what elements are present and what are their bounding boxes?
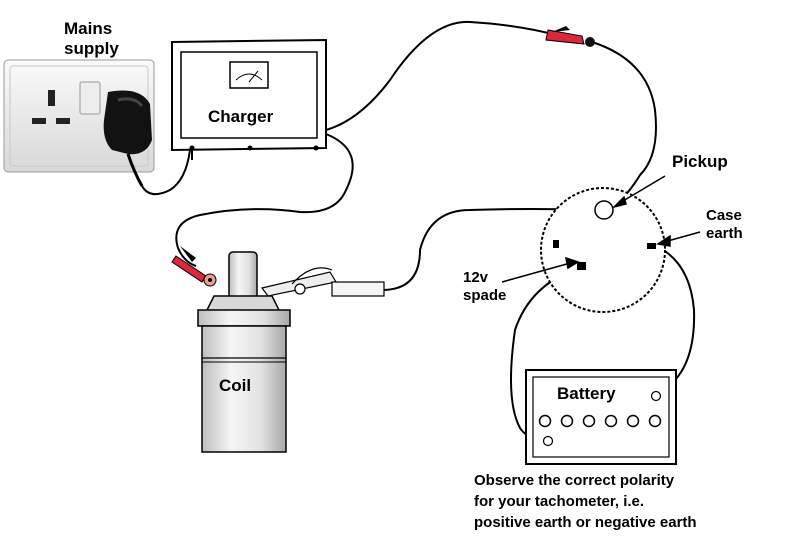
polarity-note-line3: positive earth or negative earth [474,514,697,531]
spade-label-line2: spade [463,287,507,304]
polarity-note: Observe the correct polarity for your ta… [474,470,697,533]
pickup-label: Pickup [672,152,728,171]
ignition-coil [197,251,291,453]
mains-supply-label: Mains supply [64,19,119,59]
charger-box [171,38,327,152]
red-clip-pickup-lead [545,26,595,47]
mains-plug [103,90,152,187]
label-pointers [501,175,701,283]
case-earth-label-line2: earth [706,225,743,242]
grey-clip-coil-terminal [260,267,385,297]
mains-supply-label-line1: Mains [64,19,113,38]
polarity-note-line1: Observe the correct polarity [474,472,675,489]
case-earth-label: Case earth [706,207,743,243]
spade-label: 12v spade [463,269,506,305]
spade-label-line1: 12v [463,269,489,286]
charger-positive-to-pickup-wire [591,41,657,209]
battery-label: Battery [557,384,616,403]
mains-supply-label-line2: supply [64,39,119,58]
case-earth-label-line1: Case [706,207,742,224]
tachometer-back [540,187,666,313]
charger-label: Charger [208,107,274,126]
pickup-terminal [594,200,614,220]
charger-positive-lead-wire [325,20,561,131]
case-earth-to-battery-wire [655,245,696,393]
coil-label: Coil [219,376,252,395]
polarity-note-line2: for your tachometer, i.e. [474,493,645,510]
coil-to-pickup-wire [381,208,597,291]
red-clip-coil-lead [171,246,217,287]
battery [525,369,677,465]
charger-to-coil-wire [175,133,354,267]
mains-lead-wire [141,149,191,196]
